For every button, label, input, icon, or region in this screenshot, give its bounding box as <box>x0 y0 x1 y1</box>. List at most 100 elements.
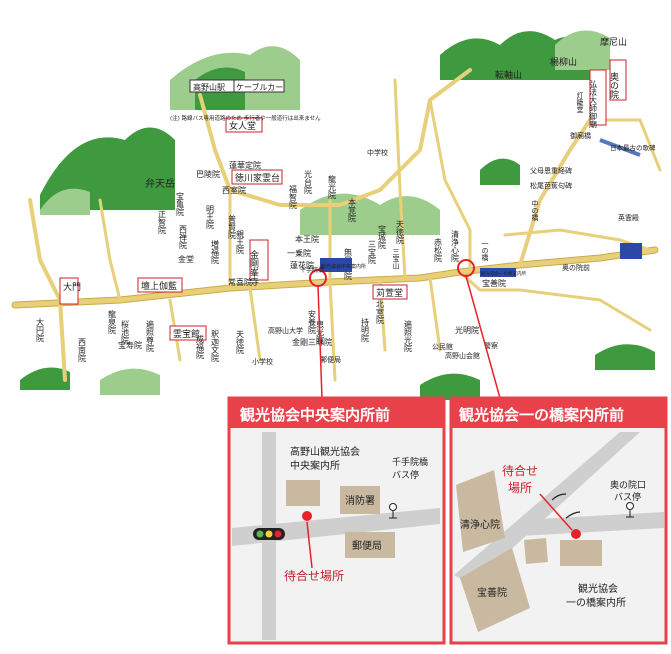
road <box>248 286 262 362</box>
temple-label: 清浄心院 <box>451 229 460 263</box>
nyonindo: 女人堂 <box>229 120 256 132</box>
meeting-point-line <box>306 521 313 569</box>
middle-school: 中学校 <box>367 148 388 157</box>
temple-label: 赤松院 <box>434 238 443 263</box>
temple-label: 宝亀院 <box>176 191 185 217</box>
landmark-boxes: 徳川家霊台 金剛峯寺 壇上伽藍 霊宝館 苅萱堂 女人堂 大門 奥の院 弘法大師御… <box>59 59 627 341</box>
temple-label: 成福院 <box>196 334 205 360</box>
bus-stop-label-2: バス停 <box>392 469 419 481</box>
panel-central: 観光協会中央案内所前 高野山観光協会 中央案内所 消防署 郵便局 千手院橋 バス… <box>227 396 446 645</box>
hozenin-label: 宝善院 <box>477 586 507 599</box>
kongobuji: 金剛峯寺 <box>248 249 259 286</box>
danjo-garan-box <box>137 277 183 293</box>
roads <box>11 68 662 382</box>
temple-label: 釈迦文院 <box>211 330 220 363</box>
okunoin-box <box>609 59 627 101</box>
temple-label: 宝善院 <box>482 278 506 288</box>
temple-labels: 蓮華定院 巴陵院 西室院 龍光院 本覚院 光台院 福智院 宝亀院 西禅院 正智院… <box>36 160 507 363</box>
temple-label: 三宝院 <box>368 240 377 265</box>
ichinohashi-pointer-line <box>465 275 501 399</box>
bridge-mark <box>551 493 567 501</box>
mountain <box>555 30 610 70</box>
road <box>428 276 442 352</box>
kongobuji-box <box>249 239 269 281</box>
temple-label: 遍照光院 <box>404 319 413 353</box>
temple-label: 常喜院 <box>228 277 252 287</box>
tokugawa-reidai: 徳川家霊台 <box>235 172 280 184</box>
bus-notice: (注) 路線バス専用道路のため 歩行者や一般道行は出来ません <box>170 114 321 122</box>
elementary-school: 小学校 <box>252 357 273 366</box>
ichinohashi: 一の橋 <box>481 240 489 262</box>
main-road <box>12 247 658 308</box>
meeting-point-line-r <box>539 493 573 531</box>
meeting-point-label-r-1: 待合せ <box>502 463 538 478</box>
tenjikusan-label: 転軸山 <box>495 69 522 81</box>
temple-label: 安養院 <box>308 309 317 335</box>
bus-stop-r-1: 奥の院口 <box>610 479 646 491</box>
okunoin-info-box <box>620 243 642 259</box>
post-building <box>345 532 395 558</box>
info-building-name-1: 高野山観光協会 <box>290 445 360 458</box>
mountain <box>595 344 655 370</box>
gobyobashi: 御廟橋 <box>570 131 591 140</box>
shobo-building <box>340 486 380 514</box>
road <box>458 270 652 332</box>
koyasan-kaikan: 高野山会館 <box>445 351 480 360</box>
okunoin: 奥の院 <box>608 71 619 100</box>
mountain <box>480 158 520 185</box>
yoryuzan-label: 楊柳山 <box>550 56 577 68</box>
traffic-light-icon <box>253 528 285 540</box>
road <box>393 78 407 280</box>
bus-stop-icon <box>389 503 397 519</box>
temple-label: 遍照尊院 <box>146 319 155 353</box>
main-map: 徳川家霊台 金剛峯寺 壇上伽藍 霊宝館 苅萱堂 女人堂 大門 奥の院 弘法大師御… <box>11 30 662 400</box>
kondo-label: 金堂 <box>178 254 194 264</box>
temple-label: 親王院 <box>236 229 245 255</box>
post-office-map: 郵便局 <box>320 355 341 364</box>
shojoshinin-label: 清浄心院 <box>460 518 500 531</box>
kobo-tokaido: 灯籠堂 <box>576 91 584 113</box>
panel-central-header <box>229 398 444 428</box>
road <box>28 198 67 382</box>
station-label: 高野山駅 <box>193 82 225 92</box>
temple-label: 巴陵院 <box>196 169 220 179</box>
kobo-gobyo-box <box>589 69 607 126</box>
panel-ichinohashi-title: 観光協会一の橋案内所前 <box>459 406 624 424</box>
temple-label: 龍泉院 <box>108 309 117 335</box>
mountains <box>20 30 655 400</box>
temple-label: 持明院 <box>361 317 370 343</box>
tokugawa-reidai-box <box>231 169 283 185</box>
info-building <box>286 480 320 506</box>
temple-label: 大円院 <box>36 317 45 343</box>
temple-label: 光台院 <box>304 169 313 195</box>
temple-label: 本覚院 <box>348 197 357 223</box>
fubo-onju: 父母恩重経碑 <box>530 166 572 175</box>
temple-label: 天徳院 <box>396 220 405 245</box>
info-building-r-2: 一の橋案内所 <box>566 596 626 609</box>
small-building-r <box>524 538 548 564</box>
temple-label: 光明院 <box>455 325 479 335</box>
meeting-point-pin <box>302 511 312 521</box>
central-pointer-line <box>317 285 323 399</box>
temple-label: 福智院 <box>289 185 298 210</box>
road <box>98 198 122 302</box>
panel-central-title: 観光協会中央案内所前 <box>240 406 390 424</box>
meeting-point-label: 待合せ場所 <box>284 568 344 583</box>
temple-label: 桜池院 <box>121 319 130 345</box>
bus-stop-r-2: バス停 <box>614 491 641 503</box>
nyonindo-box <box>225 117 263 133</box>
mountain <box>40 188 90 215</box>
reihokan: 霊宝館 <box>173 328 200 340</box>
tenjiku-label: 三宝山 <box>392 248 400 270</box>
road <box>198 68 472 207</box>
hozenin-building <box>460 548 530 632</box>
bridge-mark <box>565 511 581 519</box>
road <box>328 198 337 382</box>
temple-label: 金剛三昧院 <box>292 337 332 347</box>
mountain <box>100 368 160 395</box>
koyasan-univ: 高野山大学 <box>268 326 303 335</box>
okunoinmae: 奥の院前 <box>562 263 590 272</box>
eireiden: 英霊殿 <box>618 213 639 222</box>
temple-label: 宝寿院 <box>118 340 142 350</box>
